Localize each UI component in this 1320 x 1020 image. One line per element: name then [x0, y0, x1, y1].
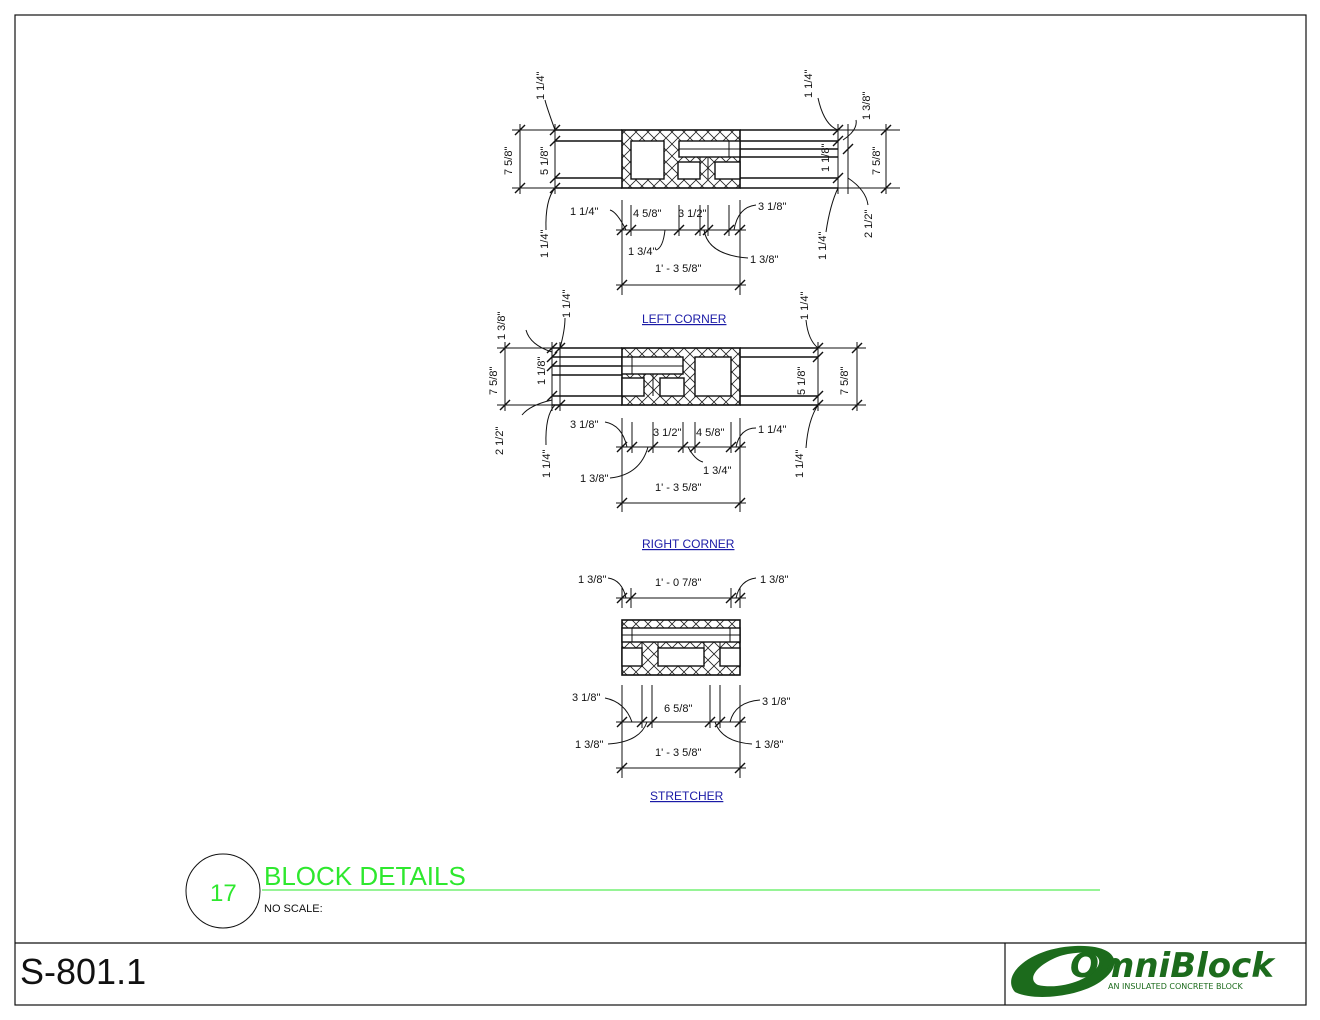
dim-label: 1 3/8"	[861, 92, 873, 120]
dim-label: 1' - 3 5/8"	[655, 747, 701, 759]
dim-label: 7 5/8"	[503, 147, 515, 175]
omniblock-logo-icon	[1011, 945, 1115, 997]
dim-label: 3 1/8"	[762, 696, 790, 708]
dim-label: 1' - 3 5/8"	[655, 263, 701, 275]
dim-label: 4 5/8"	[633, 208, 661, 220]
dim-label: 1 1/4"	[803, 70, 815, 98]
dim-label: 1 1/4"	[539, 230, 551, 258]
left-corner-detail: 1 1/4" 7 5/8" 5 1/8" 1 1/4" 1 1/4" 4 5/8…	[503, 70, 900, 326]
dim-label: 1 1/4"	[570, 206, 598, 218]
dim-label: 1 3/8"	[760, 574, 788, 586]
dim-label: 1 3/8"	[496, 312, 508, 340]
dim-label: 3 1/2"	[678, 208, 706, 220]
dim-label: 7 5/8"	[871, 147, 883, 175]
dim-label: 1' - 3 5/8"	[655, 482, 701, 494]
dim-label: 1 3/8"	[578, 574, 606, 586]
dim-label: 1 3/4"	[703, 465, 731, 477]
dim-label: 5 1/8"	[796, 367, 808, 395]
dim-label: 1 3/8"	[750, 254, 778, 266]
dim-label: 6 5/8"	[664, 703, 692, 715]
dim-label: 3 1/8"	[570, 419, 598, 431]
dim-label: 5 1/8"	[539, 147, 551, 175]
dim-label: 2 1/2"	[494, 427, 506, 455]
dim-label: 1 3/8"	[580, 473, 608, 485]
dim-label: 1 3/8"	[575, 739, 603, 751]
dim-label: 1 1/4"	[561, 290, 573, 318]
dim-label: 1 1/8"	[536, 357, 548, 385]
sheet-number: S-801.1	[20, 951, 146, 992]
logo-name: OmniBlock	[1070, 946, 1276, 986]
dim-label: 3 1/2"	[653, 427, 681, 439]
dim-label: 1 1/4"	[758, 424, 786, 436]
dim-label: 1 3/4"	[628, 246, 656, 258]
sheet-border	[14, 14, 1307, 1006]
right-corner-title[interactable]: RIGHT CORNER	[642, 537, 735, 551]
logo-tagline: AN INSULATED CONCRETE BLOCK	[1108, 982, 1244, 991]
dim-label: 7 5/8"	[839, 367, 851, 395]
dim-label: 4 5/8"	[696, 427, 724, 439]
dim-label: 7 5/8"	[488, 367, 500, 395]
dim-label: 1 1/4"	[541, 450, 553, 478]
dim-label: 1 1/4"	[794, 450, 806, 478]
dim-label: 3 1/8"	[758, 201, 786, 213]
dim-label: 2 1/2"	[863, 210, 875, 238]
stretcher-detail: 1 3/8" 1' - 0 7/8" 1 3/8" 3 1/8" 6 5/8" …	[572, 574, 790, 803]
dim-label: 1 1/8"	[820, 144, 832, 172]
detail-number-bubble	[185, 853, 261, 929]
dim-label: 1 1/4"	[535, 72, 547, 100]
dim-label: 1 1/4"	[817, 232, 829, 260]
dim-label: 1 3/8"	[755, 739, 783, 751]
scale-note: NO SCALE:	[264, 903, 323, 915]
dim-label: 1 1/4"	[799, 292, 811, 320]
detail-number: 17	[210, 880, 237, 907]
stretcher-title[interactable]: STRETCHER	[650, 789, 724, 803]
detail-title: BLOCK DETAILS	[264, 861, 466, 891]
right-corner-detail: 1 3/8" 1 1/4" 7 5/8" 1 1/8" 2 1/2" 1 1/4…	[488, 290, 866, 551]
dim-label: 1' - 0 7/8"	[655, 577, 701, 589]
detail-title-block: 17 BLOCK DETAILS NO SCALE:	[185, 853, 1100, 929]
dim-label: 3 1/8"	[572, 692, 600, 704]
left-corner-title[interactable]: LEFT CORNER	[642, 312, 727, 326]
